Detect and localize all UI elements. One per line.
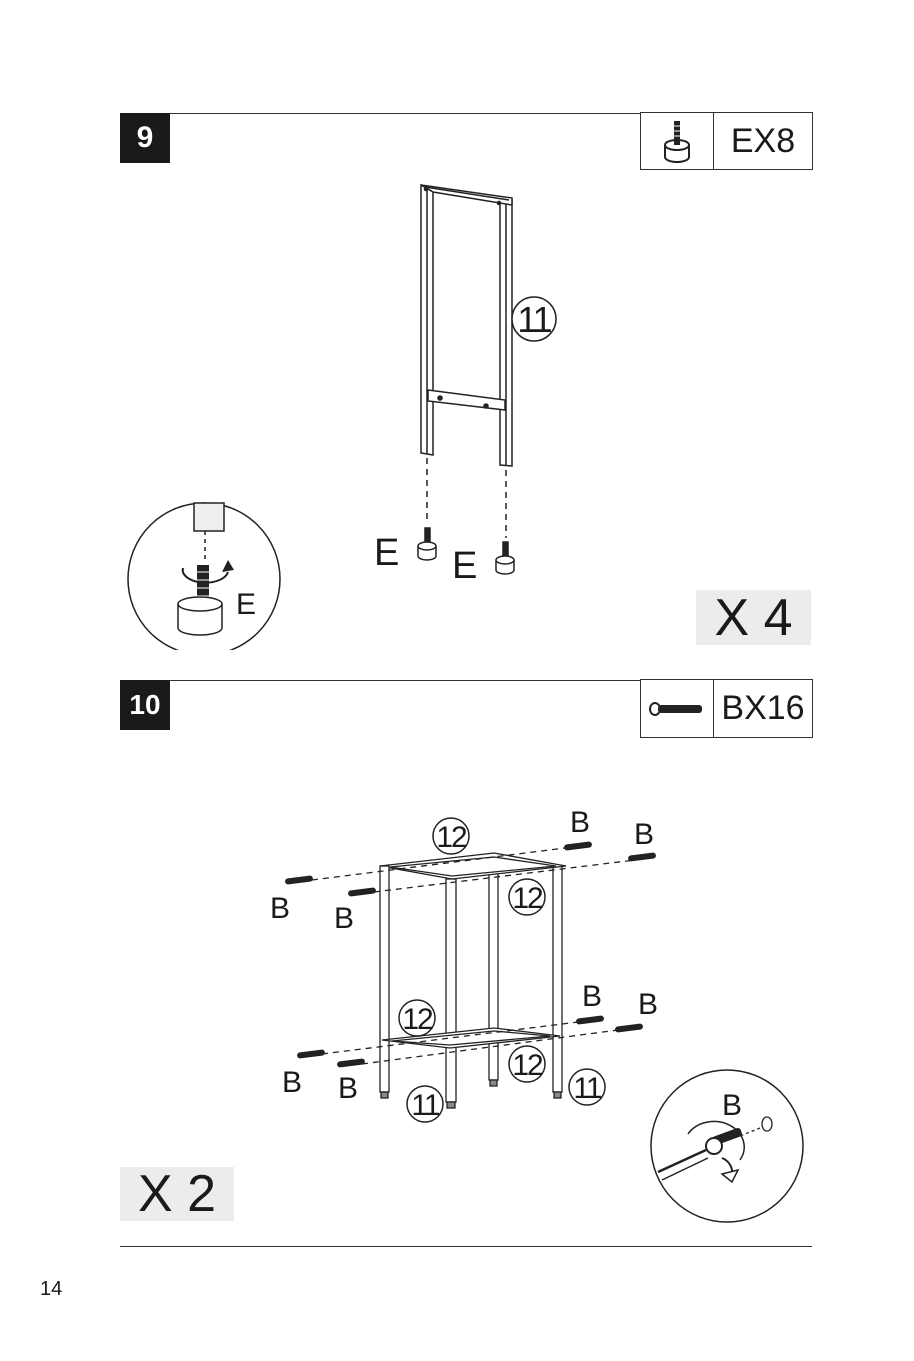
step-9-parts-code: EX8	[714, 113, 812, 169]
step-10-number: 10	[129, 689, 160, 721]
part-12-label-4: 12	[512, 1049, 543, 1082]
bolt-label-3: B	[570, 806, 590, 839]
step-10-parts-box: BX16	[640, 679, 813, 738]
part-11-label-2: 11	[573, 1072, 601, 1105]
bolt-label-6: B	[638, 988, 658, 1021]
leveling-foot-1	[418, 528, 436, 560]
side-frame-11	[421, 185, 512, 466]
step-9-number: 9	[137, 121, 154, 155]
step-9-quantity: X 4	[696, 590, 811, 645]
part-11-label-1: 11	[411, 1089, 439, 1122]
bolt-1	[285, 875, 314, 884]
part-12-label-1: 12	[436, 821, 467, 854]
bolt-5	[297, 1049, 326, 1058]
bolt-7	[576, 1015, 605, 1024]
part-e-label-2: E	[452, 545, 477, 587]
bolt-label-8: B	[338, 1072, 358, 1105]
leveling-foot-icon	[641, 113, 714, 169]
step-9-header-rule	[170, 113, 642, 114]
part-12-label-2: 12	[512, 882, 543, 915]
step-9-parts-box: EX8	[640, 112, 813, 170]
bolt-6	[337, 1058, 366, 1067]
step-9-detail-circle	[128, 503, 280, 650]
step-9-illustration: 11 E E E	[0, 170, 914, 650]
detail-e-label: E	[236, 588, 256, 621]
detail-b-label: B	[722, 1089, 742, 1122]
footer-rule	[120, 1246, 812, 1247]
bolt-label-4: B	[634, 818, 654, 851]
step-10-quantity: X 2	[120, 1167, 234, 1221]
bolt-4	[628, 852, 657, 861]
part-12-label-3: 12	[402, 1003, 433, 1036]
bolt-8	[615, 1023, 644, 1032]
bolt-icon	[641, 680, 714, 737]
bolt-label-5: B	[582, 980, 602, 1013]
page-number: 14	[40, 1278, 62, 1301]
bolt-3	[564, 841, 593, 850]
bolt-label-7: B	[282, 1066, 302, 1099]
bolt-label-2: B	[334, 902, 354, 935]
step-10-header-rule	[170, 680, 642, 681]
step-10-parts-code: BX16	[714, 680, 812, 737]
part-11-label: 11	[517, 299, 551, 340]
step-10-badge: 10	[120, 680, 170, 730]
part-e-label-1: E	[374, 532, 399, 574]
leveling-foot-2	[496, 542, 514, 574]
bolt-label-1: B	[270, 892, 290, 925]
step-9-badge: 9	[120, 113, 170, 163]
bolt-2	[348, 887, 377, 896]
